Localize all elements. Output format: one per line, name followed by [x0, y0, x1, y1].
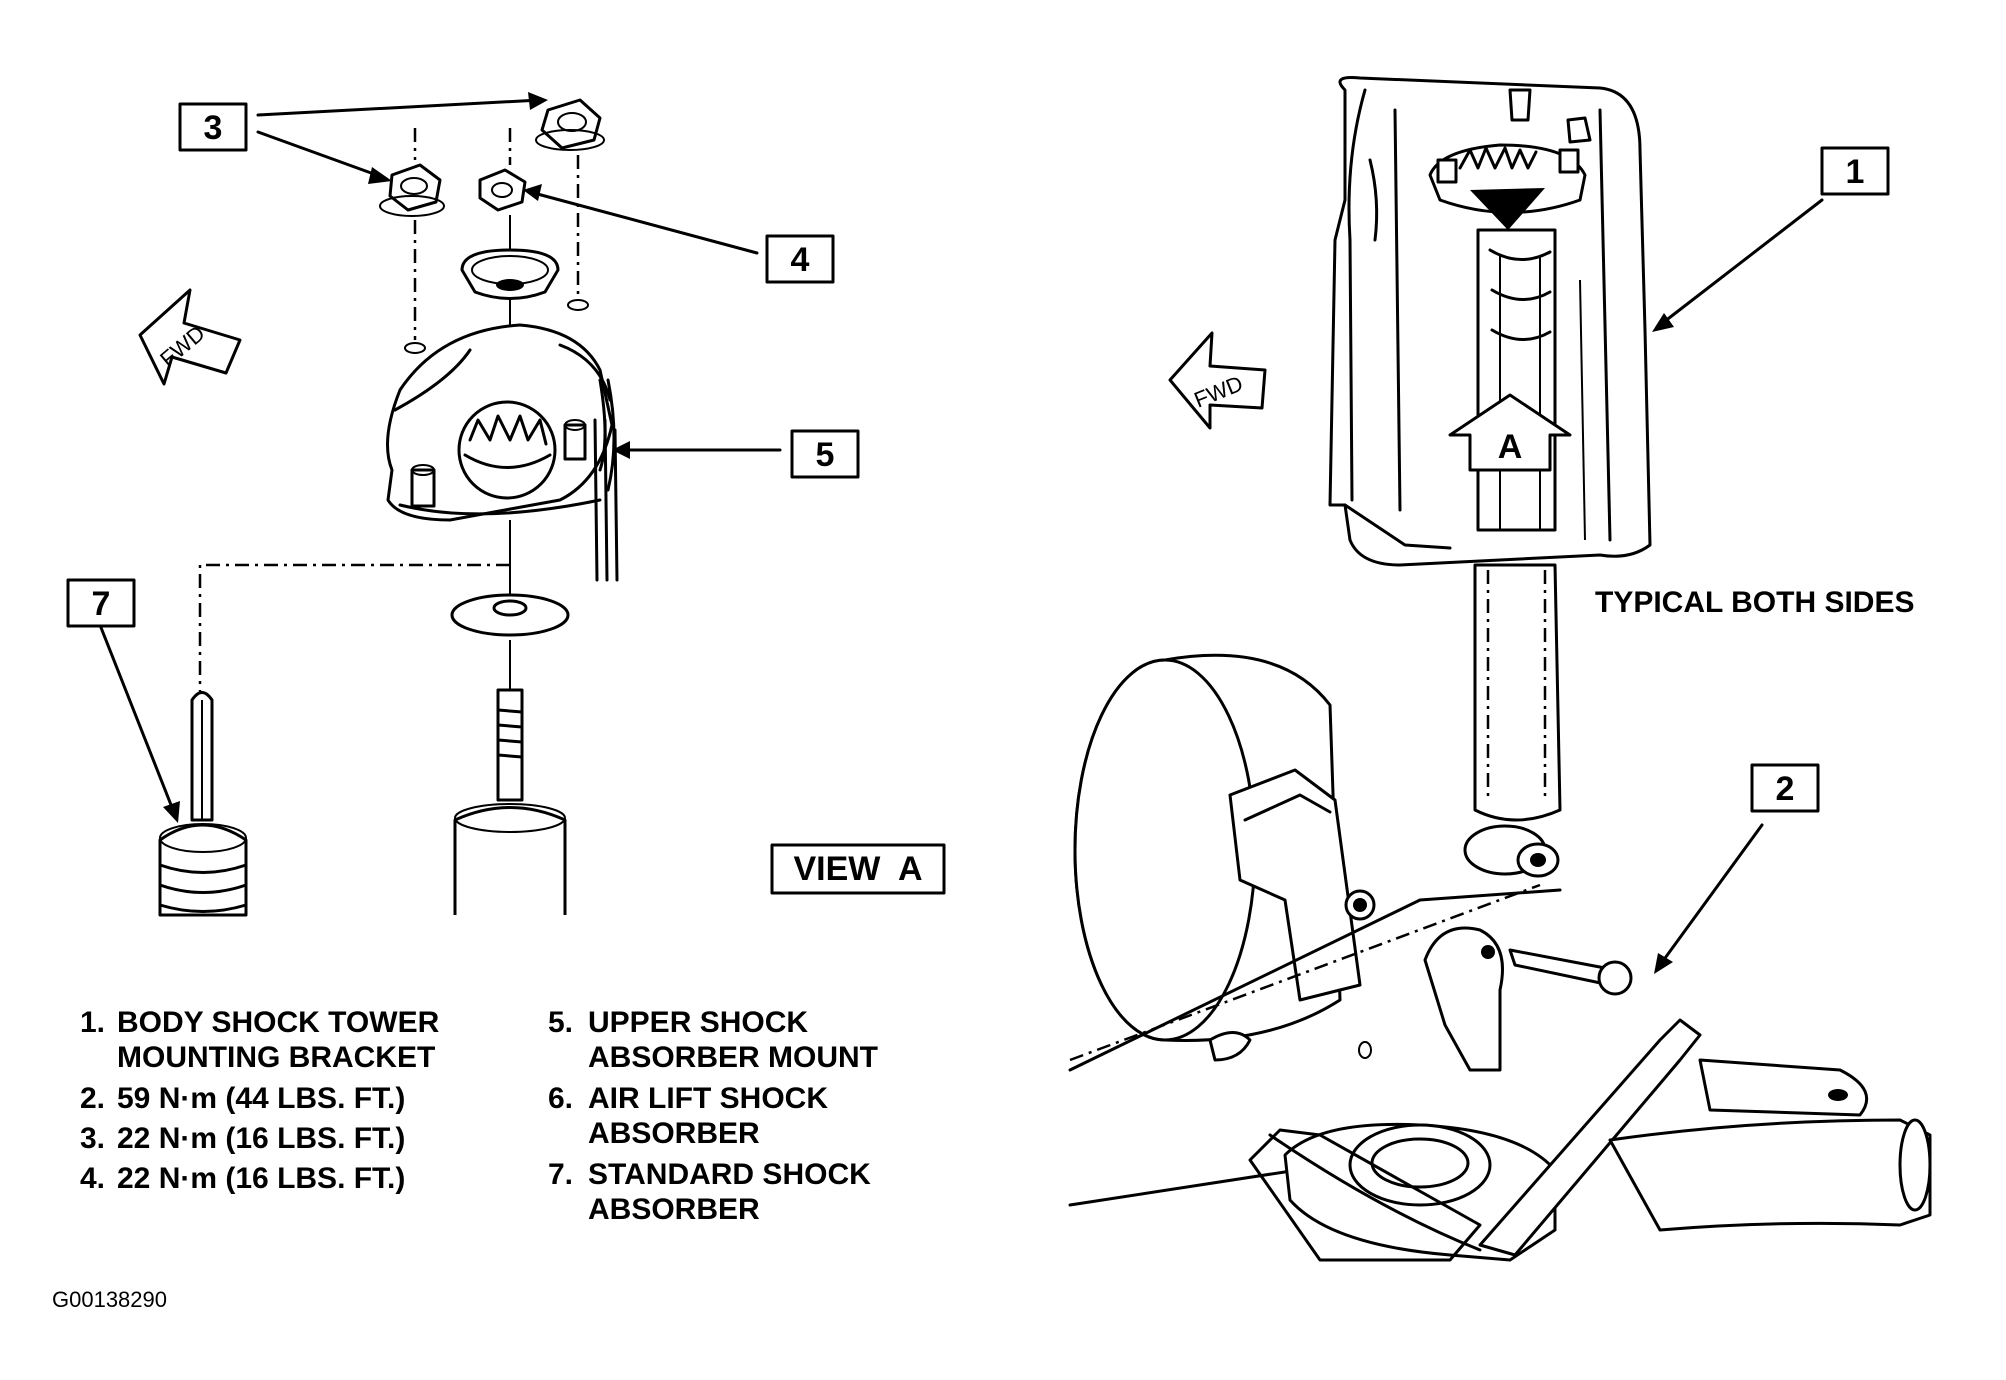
callout-5-number: 5: [816, 436, 835, 474]
standard-shock-absorber: [158, 691, 248, 917]
legend-item-4-line-1: 22 N·m (16 LBS. FT.): [117, 1162, 405, 1195]
typical-both-sides-note: TYPICAL BOTH SIDES: [1595, 586, 1914, 619]
view-a-text: VIEW A: [793, 850, 922, 888]
legend: 1. BODY SHOCK TOWER MOUNTING BRACKET 2. …: [80, 1006, 878, 1226]
legend-item-3-number: 3.: [80, 1122, 105, 1155]
flange-nut-top-right: [535, 98, 605, 151]
callout-1: 1: [1820, 146, 1890, 196]
callout-5: 5: [790, 429, 860, 479]
lower-washer: [450, 593, 570, 637]
leader-lines-right: [1652, 198, 1824, 974]
figure-code: G00138290: [52, 1287, 167, 1312]
legend-item-1-line-1: BODY SHOCK TOWER: [117, 1006, 440, 1039]
callout-3: 3: [178, 102, 248, 152]
flange-nut-left: [379, 163, 445, 217]
legend-item-1-line-2: MOUNTING BRACKET: [117, 1041, 435, 1074]
callout-1-number: 1: [1846, 153, 1865, 191]
fwd-arrow-left: FWD: [138, 288, 242, 386]
legend-item-1-number: 1.: [80, 1006, 105, 1039]
callout-4-number: 4: [791, 241, 810, 279]
callout-2: 2: [1750, 763, 1820, 813]
callout-3-number: 3: [204, 109, 223, 147]
legend-right-column: 5. UPPER SHOCK ABSORBER MOUNT 6. AIR LIF…: [548, 1006, 878, 1226]
leader-lines-left: [98, 92, 782, 823]
callout-4: 4: [765, 234, 835, 284]
legend-item-5-number: 5.: [548, 1006, 573, 1039]
legend-item-2-line-1: 59 N·m (44 LBS. FT.): [117, 1082, 405, 1115]
legend-item-3-line-1: 22 N·m (16 LBS. FT.): [117, 1122, 405, 1155]
upper-shock-absorber-mount: [386, 323, 619, 582]
view-a-exploded-drawing: FWD: [98, 92, 782, 917]
view-a-arrow: A: [1448, 393, 1572, 472]
hex-nut: [478, 168, 527, 212]
rear-axle-assembly: [1068, 883, 1932, 1262]
callout-2-number: 2: [1776, 770, 1795, 808]
legend-item-7-number: 7.: [548, 1158, 573, 1191]
legend-item-6-number: 6.: [548, 1082, 573, 1115]
legend-item-2-number: 2.: [80, 1082, 105, 1115]
view-a-label: VIEW A: [770, 843, 946, 895]
upper-cup: [460, 248, 560, 300]
upper-mount-installed: [1428, 88, 1592, 230]
legend-left-column: 1. BODY SHOCK TOWER MOUNTING BRACKET 2. …: [80, 1006, 440, 1195]
legend-item-6-line-2: ABSORBER: [588, 1117, 760, 1150]
centerline-to-standard-shock: [198, 563, 510, 700]
legend-item-5-line-2: ABSORBER MOUNT: [588, 1041, 878, 1074]
installed-view-drawing: A: [1068, 76, 1932, 1262]
brake-drum: [1073, 653, 1376, 1042]
view-a-arrow-letter: A: [1498, 428, 1523, 466]
legend-item-7-line-2: ABSORBER: [588, 1193, 760, 1226]
callout-7: 7: [66, 578, 136, 628]
air-lift-shock-absorber: [453, 688, 567, 915]
legend-item-7-line-1: STANDARD SHOCK: [588, 1158, 871, 1191]
legend-item-4-number: 4.: [80, 1162, 105, 1195]
legend-item-6-line-1: AIR LIFT SHOCK: [588, 1082, 828, 1115]
fwd-arrow-right: FWD: [1168, 331, 1267, 430]
callout-7-number: 7: [92, 585, 111, 623]
legend-item-5-line-1: UPPER SHOCK: [588, 1006, 808, 1039]
